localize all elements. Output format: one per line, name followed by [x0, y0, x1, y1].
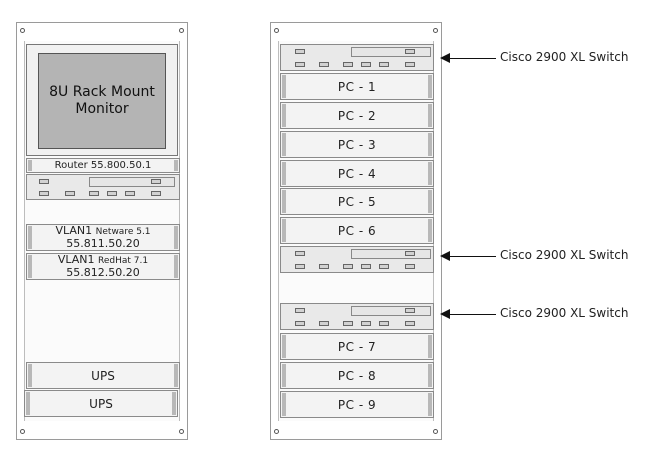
port-icon [319, 264, 329, 269]
ups-unit-1: UPS [26, 362, 180, 389]
switch-1 [280, 44, 434, 71]
server-netware-os: Netware 5.1 [95, 227, 151, 237]
router-faceplate [89, 177, 175, 187]
port-icon [405, 251, 415, 256]
server-netware-line1: VLAN1 Netware 5.1 [55, 225, 150, 238]
switch-2 [280, 246, 434, 273]
rack-monitor: 8U Rack Mount Monitor [26, 44, 178, 156]
server-netware: VLAN1 Netware 5.1 55.811.50.20 [26, 224, 180, 251]
monitor-screen: 8U Rack Mount Monitor [38, 53, 166, 149]
switch-2-label: Cisco 2900 XL Switch [500, 248, 629, 262]
port-icon [295, 251, 305, 256]
switch-3 [280, 303, 434, 330]
arrow-icon [440, 309, 450, 319]
switch-faceplate [351, 47, 431, 57]
port-icon [405, 49, 415, 54]
port-icon [295, 49, 305, 54]
port-icon [343, 264, 353, 269]
pc-unit: PC - 9 [280, 391, 434, 418]
router-label-panel: Router 55.800.50.1 [26, 158, 180, 173]
port-icon [379, 321, 389, 326]
port-icon [379, 62, 389, 67]
port-icon [39, 179, 49, 184]
pc-unit: PC - 7 [280, 333, 434, 360]
mount-hole-icon [433, 429, 438, 434]
port-icon [89, 191, 99, 196]
pc-unit: PC - 4 [280, 160, 434, 187]
pc-unit: PC - 5 [280, 188, 434, 215]
port-icon [361, 321, 371, 326]
server-redhat: VLAN1 RedHat 7.1 55.812.50.20 [26, 253, 180, 280]
mount-hole-icon [433, 28, 438, 33]
callout-line [448, 314, 496, 315]
switch-faceplate [351, 249, 431, 259]
port-icon [405, 62, 415, 67]
port-icon [319, 321, 329, 326]
pc-unit: PC - 3 [280, 131, 434, 158]
port-icon [343, 321, 353, 326]
port-icon [405, 321, 415, 326]
port-icon [125, 191, 135, 196]
ups-unit-2: UPS [24, 390, 178, 417]
switch-faceplate [351, 306, 431, 316]
mount-hole-icon [20, 429, 25, 434]
port-icon [361, 264, 371, 269]
port-icon [379, 264, 389, 269]
port-icon [39, 191, 49, 196]
server-redhat-line1: VLAN1 RedHat 7.1 [58, 254, 148, 267]
port-icon [343, 62, 353, 67]
mount-hole-icon [274, 28, 279, 33]
pc-unit: PC - 6 [280, 217, 434, 244]
arrow-icon [440, 53, 450, 63]
callout-line [448, 58, 496, 59]
router-device [26, 174, 180, 200]
port-icon [151, 191, 161, 196]
pc-unit: PC - 2 [280, 102, 434, 129]
port-icon [405, 264, 415, 269]
pc-unit: PC - 1 [280, 73, 434, 100]
switch-3-label: Cisco 2900 XL Switch [500, 306, 629, 320]
port-icon [361, 62, 371, 67]
callout-line [448, 256, 496, 257]
arrow-icon [440, 251, 450, 261]
port-icon [295, 62, 305, 67]
port-icon [405, 308, 415, 313]
mount-hole-icon [274, 429, 279, 434]
port-icon [295, 308, 305, 313]
port-icon [107, 191, 117, 196]
server-redhat-vlan: VLAN1 [57, 253, 95, 266]
server-netware-ip: 55.811.50.20 [66, 237, 140, 250]
port-icon [65, 191, 75, 196]
port-icon [295, 264, 305, 269]
port-icon [319, 62, 329, 67]
server-netware-vlan: VLAN1 [55, 224, 93, 237]
mount-hole-icon [20, 28, 25, 33]
switch-1-label: Cisco 2900 XL Switch [500, 50, 629, 64]
server-redhat-os: RedHat 7.1 [98, 256, 149, 266]
port-icon [151, 179, 161, 184]
port-icon [295, 321, 305, 326]
pc-unit: PC - 8 [280, 362, 434, 389]
mount-hole-icon [179, 28, 184, 33]
mount-hole-icon [179, 429, 184, 434]
server-redhat-ip: 55.812.50.20 [66, 266, 140, 279]
